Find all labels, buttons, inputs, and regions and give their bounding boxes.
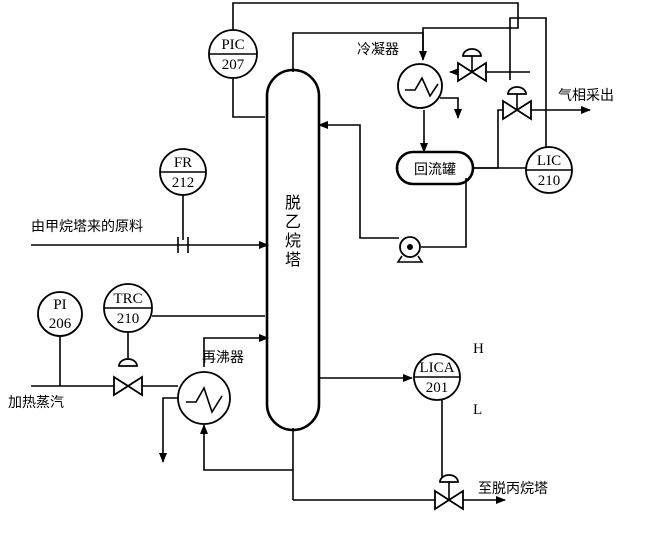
piping <box>31 32 591 504</box>
fr-212-instrument: FR 212 <box>159 148 207 196</box>
column-label-1: 脱 <box>285 193 301 212</box>
pi-206-instrument: PI 206 <box>37 291 83 337</box>
reboiler-label: 再沸器 <box>202 350 244 366</box>
feed-label: 由甲烷塔来的原料 <box>31 219 143 235</box>
condenser: 冷凝器 <box>357 42 443 109</box>
reflux-pump <box>396 236 424 263</box>
bottom-out-label: 至脱丙烷塔 <box>478 481 548 497</box>
trc-210-instrument: TRC 210 <box>103 283 153 333</box>
column-label-4: 塔 <box>285 250 301 269</box>
svg-text:207: 207 <box>222 57 245 73</box>
svg-text:LIC: LIC <box>537 153 561 169</box>
bottom-control-valve <box>434 474 464 511</box>
column-label-3: 烷 <box>285 231 301 250</box>
svg-text:210: 210 <box>538 173 561 189</box>
svg-text:LICA: LICA <box>420 360 455 376</box>
reflux-drum-label: 回流罐 <box>414 162 456 178</box>
high-alarm-label: H <box>473 341 484 357</box>
svg-text:210: 210 <box>117 311 140 327</box>
svg-text:PIC: PIC <box>221 37 244 53</box>
svg-text:206: 206 <box>49 316 72 332</box>
vapor-out-valve <box>502 86 532 121</box>
cooling-water-valve <box>457 48 487 83</box>
svg-text:PI: PI <box>53 297 66 313</box>
orifice-plate <box>177 237 189 253</box>
reflux-drum: 回流罐 <box>395 150 475 186</box>
steam-control-valve <box>113 358 143 397</box>
condenser-label: 冷凝器 <box>357 42 399 58</box>
pic-207-instrument: PIC 207 <box>208 29 258 79</box>
signal-lines <box>59 2 547 482</box>
svg-text:FR: FR <box>174 155 192 171</box>
svg-text:201: 201 <box>426 380 449 396</box>
vapor-out-label: 气相采出 <box>558 88 614 104</box>
reboiler: 再沸器 <box>177 350 244 425</box>
svg-text:212: 212 <box>172 175 195 191</box>
column-label-2: 乙 <box>285 212 301 231</box>
svg-text:TRC: TRC <box>113 291 142 307</box>
lic-210-instrument: LIC 210 <box>525 146 573 194</box>
steam-label: 加热蒸汽 <box>8 395 64 411</box>
lica-201-instrument: LICA 201 <box>413 353 461 401</box>
deethanizer-column: 脱 乙 烷 塔 <box>265 68 321 432</box>
low-alarm-label: L <box>473 402 482 418</box>
